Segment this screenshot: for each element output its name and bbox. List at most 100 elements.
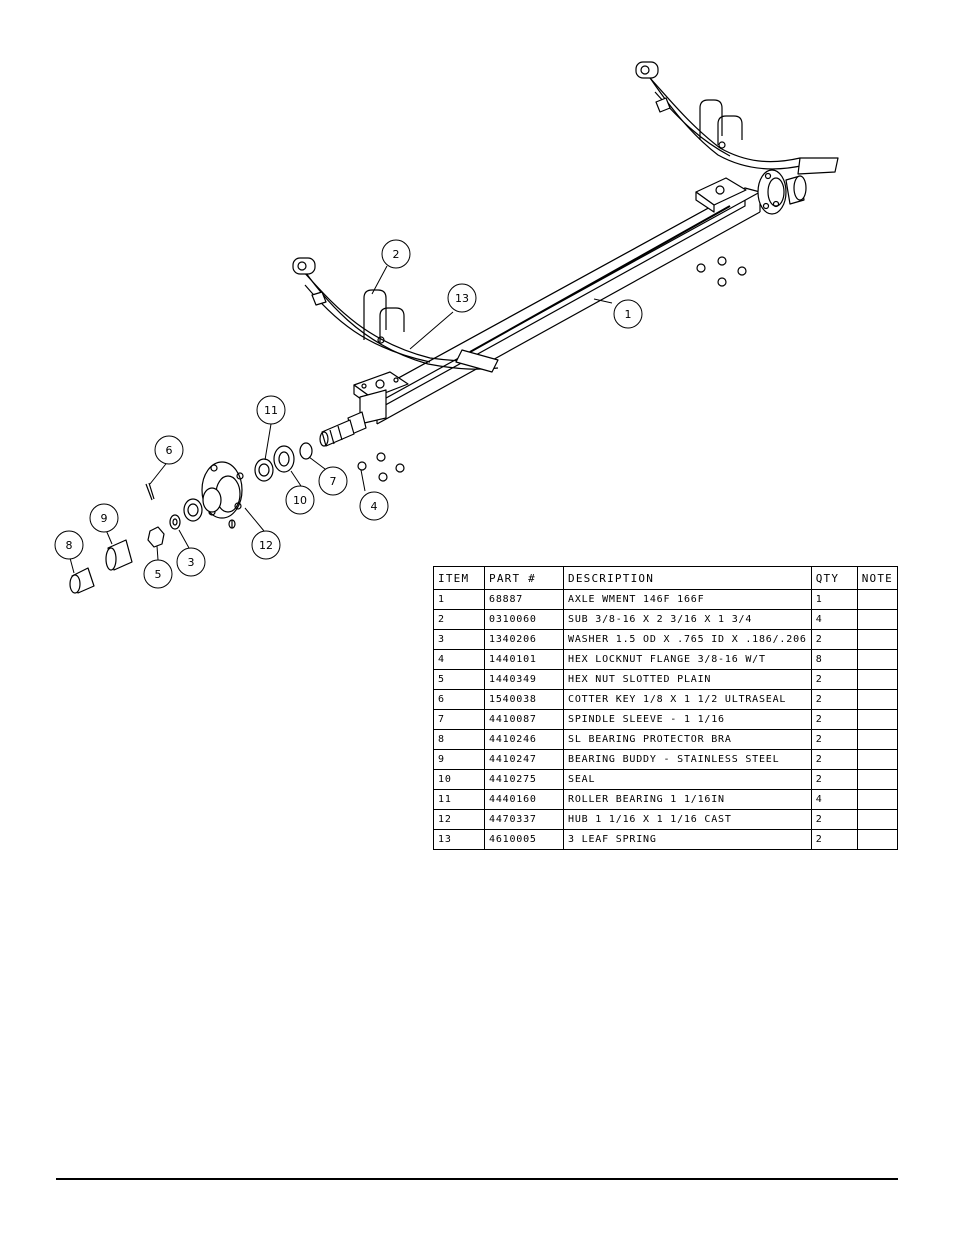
part-number-cell: 4440160 [484,789,564,810]
callout-6: 6 [154,435,184,465]
header-part-number: PART # [484,566,564,590]
hub-assembly-right [757,169,807,215]
description-cell: ROLLER BEARING 1 1/16IN [563,789,812,810]
item-cell: 6 [433,689,485,710]
note-cell [856,609,899,630]
qty-cell: 4 [810,789,858,810]
locknuts-right [696,256,747,287]
svg-text:5: 5 [155,568,162,581]
outer-bearing [183,498,203,522]
callout-11: 11 [256,395,286,425]
description-cell: SUB 3/8-16 X 2 3/16 X 1 3/4 [563,609,812,630]
description-cell: HUB 1 1/16 X 1 1/16 CAST [563,809,812,830]
note-cell [856,809,899,830]
part-number-cell: 1340206 [484,629,564,650]
svg-text:3: 3 [188,556,195,569]
callout-7: 7 [318,466,348,496]
callout-5: 5 [143,559,173,589]
part-number-cell: 4410087 [484,709,564,730]
qty-cell: 8 [810,649,858,670]
description-cell: COTTER KEY 1/8 X 1 1/2 ULTRASEAL [563,689,812,710]
svg-text:9: 9 [101,512,108,525]
description-cell: SEAL [563,769,812,790]
svg-text:2: 2 [393,248,400,261]
qty-cell: 2 [810,689,858,710]
part-number-cell: 0310060 [484,609,564,630]
spindle [319,411,367,447]
svg-text:4: 4 [371,500,378,513]
item-cell: 7 [433,709,485,730]
callout-13: 13 [447,283,477,313]
description-cell: WASHER 1.5 OD X .765 ID X .186/.206 [563,629,812,650]
svg-text:1: 1 [625,308,632,321]
leaf-spring-right [635,61,839,175]
spindle-sleeve [299,442,313,460]
leader-lines [69,265,613,574]
note-cell [856,669,899,690]
header-note: NOTE [856,566,899,590]
spring-seat-right [695,177,747,213]
callout-9: 9 [89,503,119,533]
note-cell [856,729,899,750]
callouts: 1 2 3 4 5 6 7 8 9 10 11 12 13 [54,239,643,589]
description-cell: HEX LOCKNUT FLANGE 3/8-16 W/T [563,649,812,670]
header-qty: QTY [810,566,858,590]
svg-text:12: 12 [259,539,273,552]
item-cell: 11 [433,789,485,810]
part-number-cell: 1440349 [484,669,564,690]
callout-8: 8 [54,530,84,560]
callout-4: 4 [359,491,389,521]
svg-text:10: 10 [293,494,307,507]
cotter-key [145,482,155,501]
qty-cell: 2 [810,809,858,830]
qty-cell: 2 [810,669,858,690]
note-cell [856,629,899,650]
item-cell: 1 [433,589,485,610]
part-number-cell: 4470337 [484,809,564,830]
svg-text:6: 6 [166,444,173,457]
callout-3: 3 [176,547,206,577]
hub [201,461,244,529]
u-bolts-left [363,289,405,344]
item-cell: 2 [433,609,485,630]
svg-text:11: 11 [264,404,278,417]
roller-bearing [254,458,274,482]
svg-text:7: 7 [330,475,337,488]
callout-12: 12 [251,530,281,560]
washer [169,514,181,530]
item-cell: 12 [433,809,485,830]
item-cell: 4 [433,649,485,670]
bearing-buddy [105,539,133,571]
note-cell [856,649,899,670]
bearing-protector [69,567,95,594]
item-cell: 3 [433,629,485,650]
note-cell [856,589,899,610]
part-number-cell: 4410275 [484,769,564,790]
part-number-cell: 68887 [484,589,564,610]
note-cell [856,689,899,710]
qty-cell: 4 [810,609,858,630]
note-cell [856,709,899,730]
item-cell: 10 [433,769,485,790]
u-bolts-right [699,99,743,149]
seal [273,445,295,473]
description-cell: HEX NUT SLOTTED PLAIN [563,669,812,690]
note-cell [856,789,899,810]
item-cell: 8 [433,729,485,750]
description-cell: BEARING BUDDY - STAINLESS STEEL [563,749,812,770]
item-cell: 9 [433,749,485,770]
axle-beam [361,187,761,425]
note-cell [856,769,899,790]
slotted-nut [147,526,165,548]
qty-cell: 1 [810,589,858,610]
